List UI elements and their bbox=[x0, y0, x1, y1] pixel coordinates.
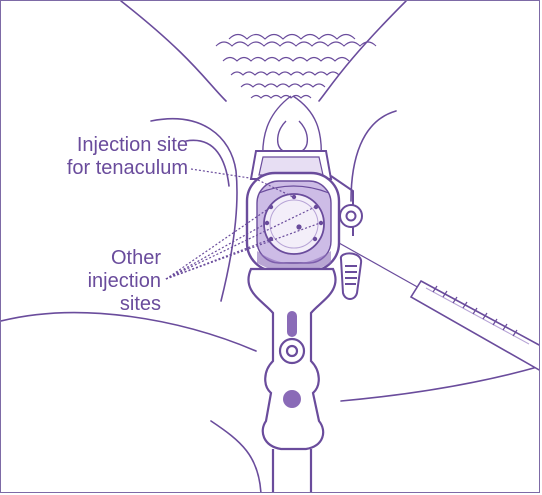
speculum-handle bbox=[248, 269, 335, 493]
injection-dot bbox=[313, 237, 317, 241]
cervical-os bbox=[296, 224, 301, 229]
label-line: Injection site bbox=[23, 134, 188, 157]
label-line: sites bbox=[41, 293, 161, 316]
label-line: injection bbox=[41, 270, 161, 293]
injection-dot bbox=[265, 221, 269, 225]
syringe bbox=[339, 243, 540, 371]
label-line: Other bbox=[41, 247, 161, 270]
cervix bbox=[264, 194, 324, 254]
injection-dot bbox=[319, 221, 323, 225]
pubic-hair bbox=[216, 35, 376, 99]
label-line: for tenaculum bbox=[23, 157, 188, 180]
other-sites-label: Other injection sites bbox=[41, 247, 161, 316]
tenaculum-dot bbox=[292, 195, 296, 199]
tenaculum-site-label: Injection site for tenaculum bbox=[23, 134, 188, 180]
